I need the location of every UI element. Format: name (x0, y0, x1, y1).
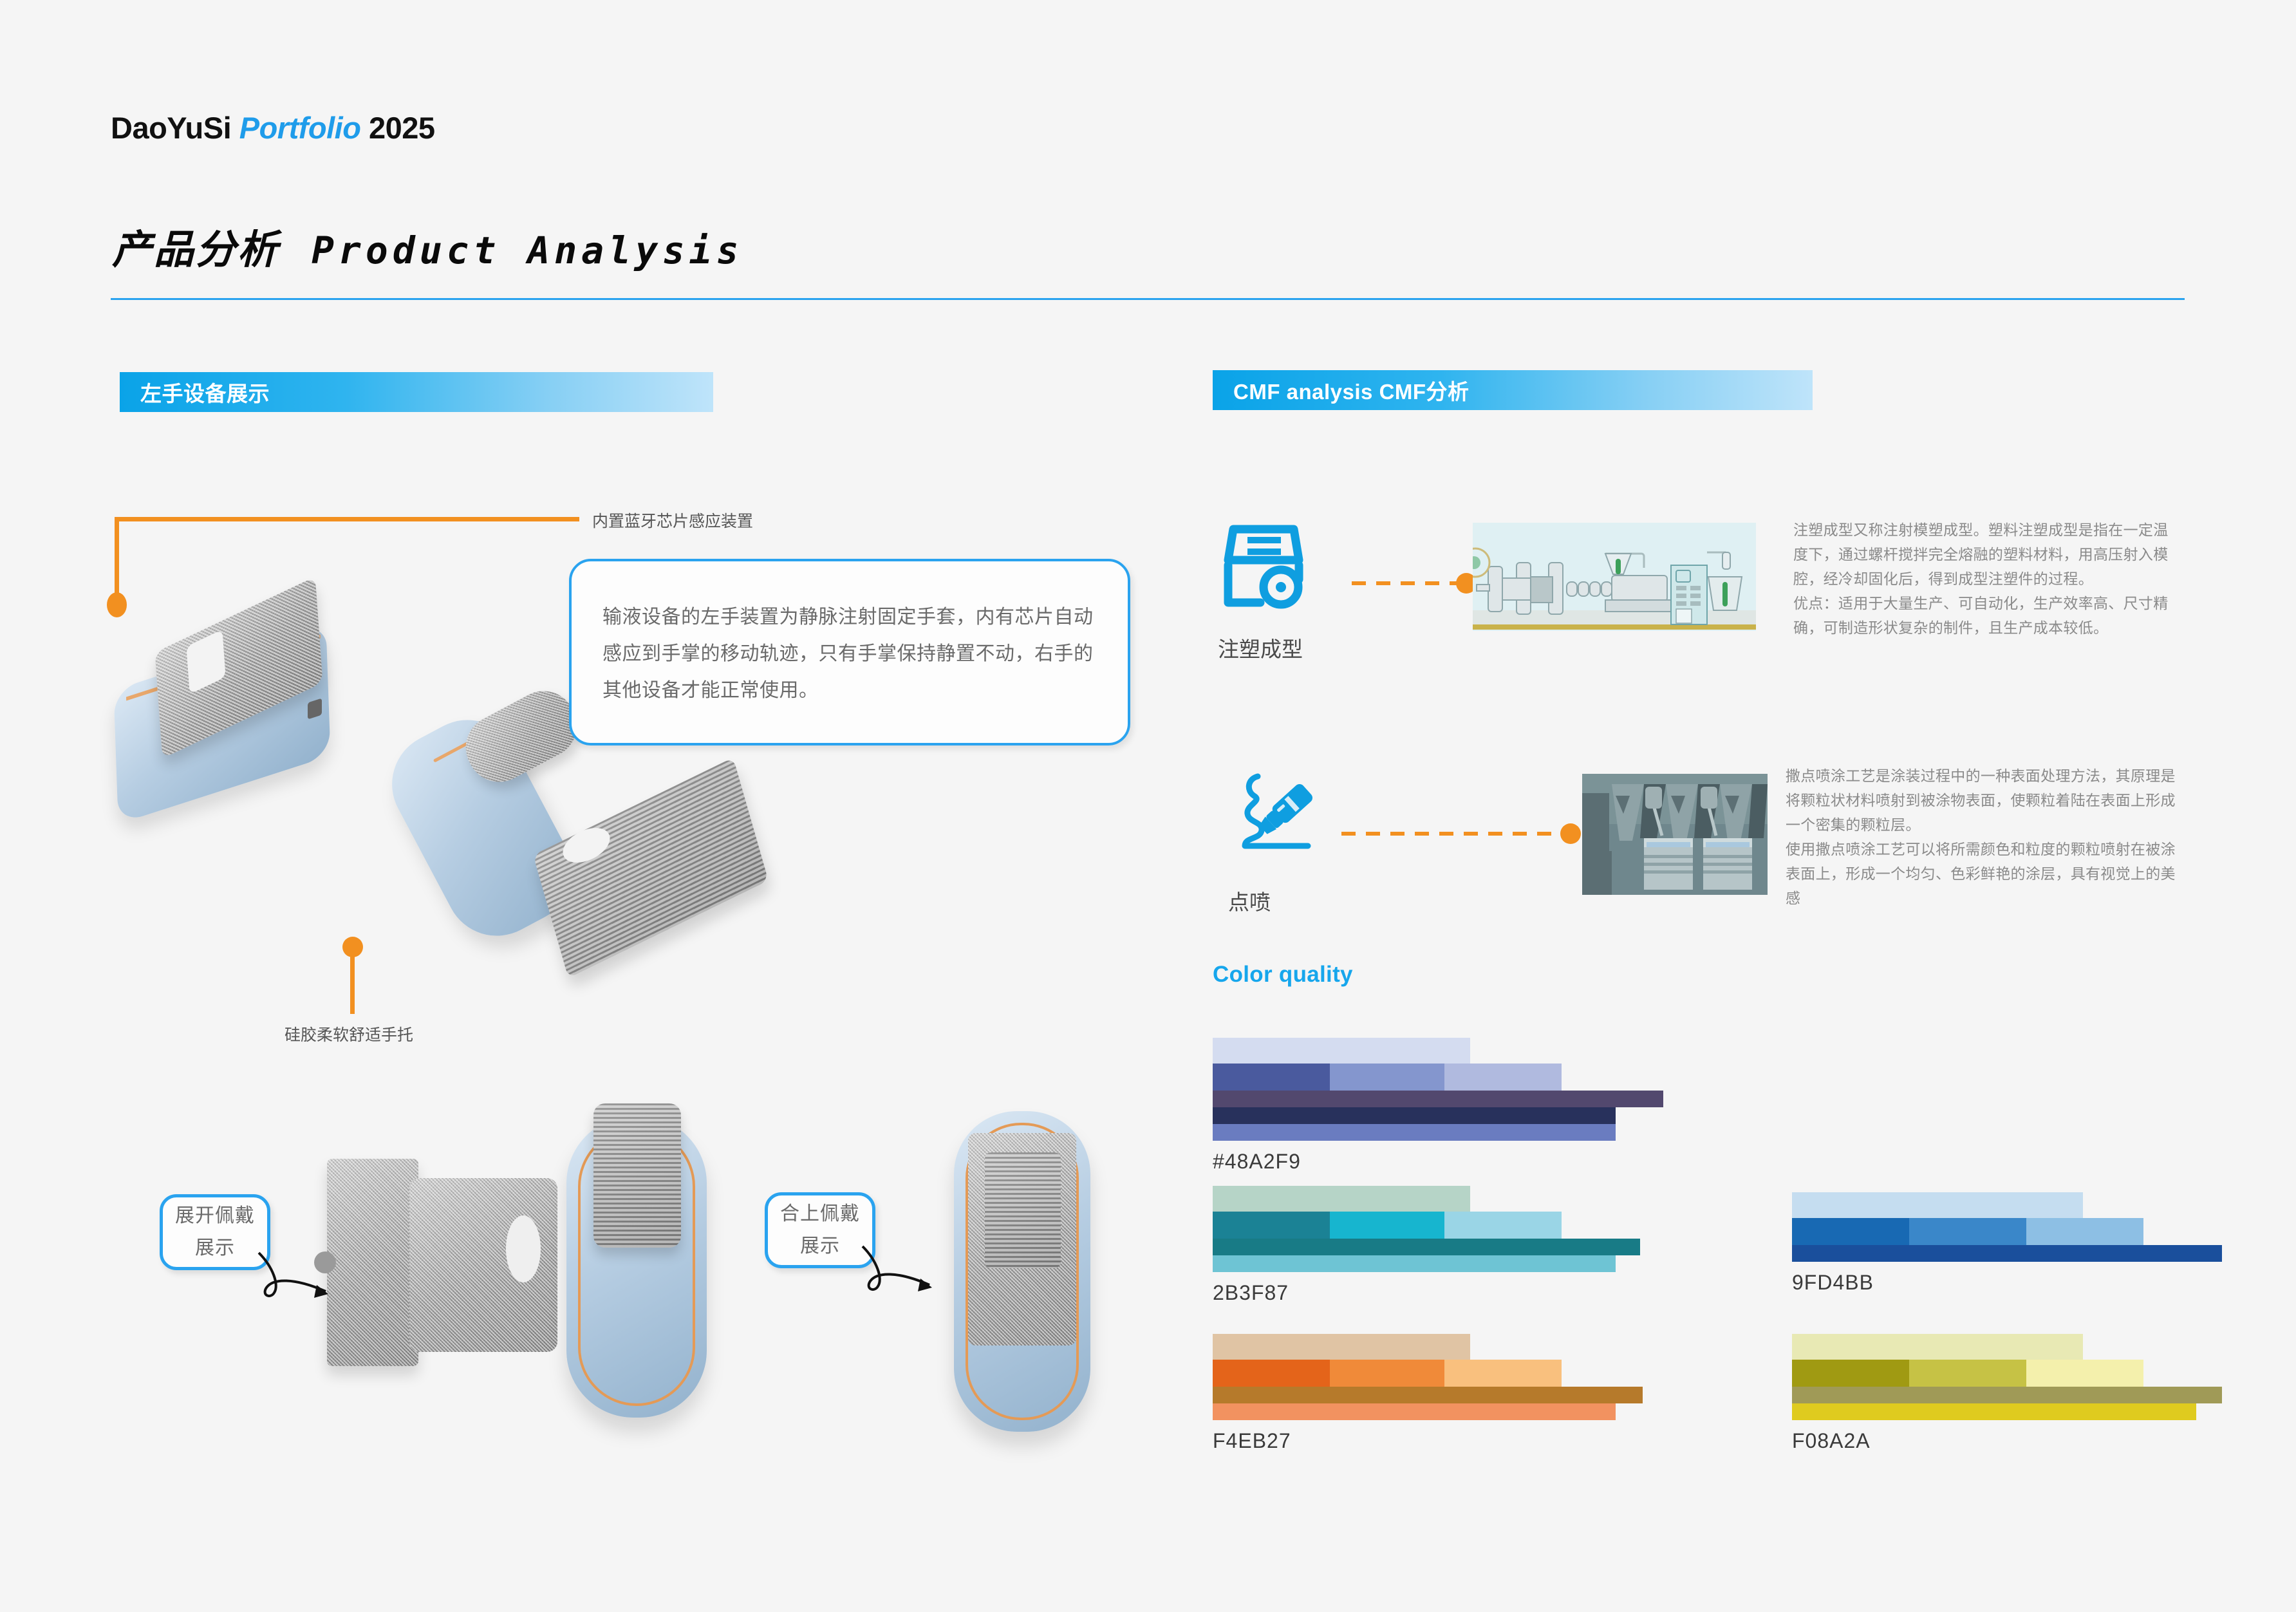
cmf-process-label-injection: 注塑成型 (1218, 637, 1303, 661)
product-render-strap (533, 757, 769, 979)
color-swatch-segment (1330, 1212, 1444, 1239)
mini-callout-unfolded: 展开佩戴 展示 (160, 1194, 270, 1270)
product-render-worn-trim (966, 1123, 1079, 1420)
annotation-leader-horizontal-top (115, 517, 579, 521)
color-swatch-segment (1330, 1360, 1444, 1387)
annotation-dot-top (107, 592, 127, 617)
section-header-cmf-label: CMF analysis CMF分析 (1233, 380, 1470, 404)
color-swatch-segment (1792, 1360, 1909, 1387)
mini-callout-unfolded-line1: 展开佩戴 (175, 1205, 255, 1226)
color-swatch-bar (1213, 1239, 1640, 1255)
mini-callout-unfolded-line2: 展示 (195, 1237, 235, 1259)
title-divider (111, 298, 2185, 300)
color-swatch-segment (1909, 1218, 2026, 1245)
cmf-process-label-spray: 点喷 (1228, 890, 1271, 914)
color-swatch-segment (1792, 1218, 1909, 1245)
color-swatch-band (1792, 1192, 2083, 1218)
color-swatch-segment (2026, 1360, 2143, 1387)
product-render-folded-pad (593, 1103, 681, 1248)
color-swatch-segment (1444, 1064, 1562, 1091)
color-swatch-bar (1213, 1403, 1616, 1420)
color-swatch-segment (1330, 1064, 1444, 1091)
cmf-thumbnail-injection (1473, 523, 1756, 631)
section-header-left-label: 左手设备展示 (140, 382, 270, 406)
brand-title: DaoYuSi Portfolio 2025 (111, 110, 435, 145)
color-swatch-band (1213, 1334, 1470, 1360)
color-swatch-code: F4EB27 (1213, 1429, 1291, 1452)
product-render-unfolded-wrap (327, 1159, 418, 1366)
color-swatch-bar (1792, 1387, 2222, 1403)
cmf-description-injection: 注塑成型又称注射模塑成型。塑料注塑成型是指在一定温度下，通过螺杆搅拌完全熔融的塑… (1793, 521, 2169, 636)
mini-callout-folded-line2: 展示 (800, 1235, 840, 1257)
brand-accent: Portfolio (239, 111, 361, 145)
section-header-left-device: 左手设备展示 (120, 372, 713, 412)
product-render-worn-pad (985, 1152, 1061, 1268)
mini-callout-folded: 合上佩戴 展示 (765, 1192, 875, 1268)
product-render-unfolded-clip (314, 1251, 336, 1273)
annotation-leader-vertical-bottom (350, 953, 355, 1014)
color-swatch-segment (1213, 1360, 1330, 1387)
color-swatch-bar (1792, 1245, 2222, 1262)
color-swatch-bar (1792, 1403, 2196, 1420)
page-title: 产品分析 Product Analysis (112, 217, 743, 275)
color-swatch-code: #48A2F9 (1213, 1150, 1301, 1173)
spray-pen-icon (1242, 773, 1312, 849)
product-render-unfolded-hole (506, 1215, 541, 1282)
color-swatch-bar (1213, 1387, 1643, 1403)
color-swatch-segment (1213, 1064, 1330, 1091)
color-swatch-bar (1213, 1255, 1616, 1272)
annotation-label-bluetooth: 内置蓝牙芯片感应装置 (592, 512, 754, 530)
mini-callout-folded-line1: 合上佩戴 (780, 1203, 860, 1224)
color-swatch-code: F08A2A (1792, 1429, 1871, 1452)
brand-main: DaoYuSi (111, 111, 232, 145)
curly-arrow-folded-icon (861, 1245, 932, 1291)
cmf-thumbnail-spray (1582, 774, 1768, 895)
color-swatch-segment (2026, 1218, 2143, 1245)
color-swatch-segment (1444, 1360, 1562, 1387)
cmf-description-spray: 撒点喷涂工艺是涂装过程中的一种表面处理方法，其原理是将颗粒状材料喷射到被涂物表面… (1786, 767, 2176, 906)
main-callout-bubble: 输液设备的左手装置为静脉注射固定手套，内有芯片自动感应到手掌的移动轨迹，只有手掌… (569, 559, 1130, 745)
curly-arrow-unfolded-icon (257, 1251, 328, 1298)
page-title-en: Product Analysis (312, 229, 743, 272)
color-swatch-segment (1444, 1212, 1562, 1239)
section-header-cmf: CMF analysis CMF分析 (1213, 370, 1813, 410)
color-swatch-band (1792, 1334, 2083, 1360)
annotation-leader-vertical-top (115, 517, 119, 601)
color-swatch-code: 2B3F87 (1213, 1281, 1289, 1304)
main-callout-text: 输液设备的左手装置为静脉注射固定手套，内有芯片自动感应到手掌的移动轨迹，只有手掌… (602, 606, 1094, 701)
color-swatch-bar (1213, 1124, 1616, 1141)
cmf-connector-dot-spray (1560, 823, 1581, 844)
annotation-label-silicone: 硅胶柔软舒适手托 (285, 1026, 414, 1044)
cmf-connector-spray (1341, 832, 1554, 836)
color-swatch-segment (1909, 1360, 2026, 1387)
color-swatch-segment (1213, 1212, 1330, 1239)
cmf-connector-injection (1352, 581, 1461, 585)
color-quality-title: Color quality (1213, 962, 1353, 987)
color-swatch-code: 9FD4BB (1792, 1271, 1874, 1294)
color-swatch-band (1213, 1038, 1470, 1064)
brand-year: 2025 (368, 111, 435, 145)
color-swatch-bar (1213, 1091, 1663, 1107)
page-title-cn: 产品分析 (112, 228, 280, 272)
color-swatch-bar (1213, 1107, 1616, 1124)
color-swatch-band (1213, 1186, 1470, 1212)
injection-molding-icon (1224, 525, 1303, 609)
